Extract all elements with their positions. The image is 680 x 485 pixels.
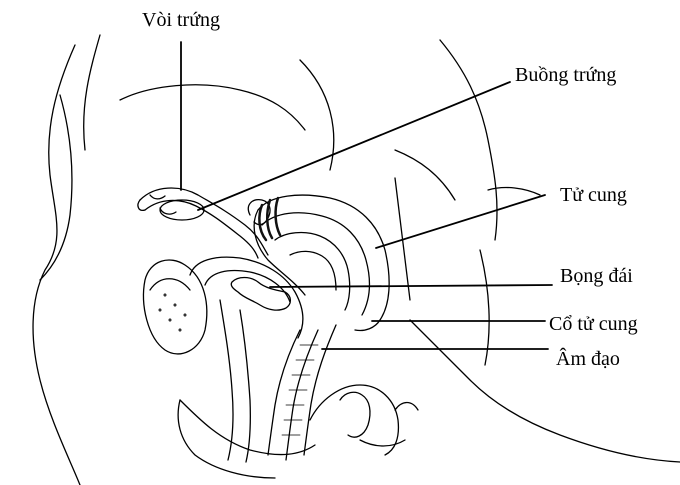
label-ovary: Buồng trứng — [515, 65, 616, 85]
leader-bladder — [270, 285, 552, 287]
label-fallopian-tube: Vòi trứng — [142, 10, 220, 30]
label-bladder: Bọng đái — [560, 266, 633, 286]
uterus — [248, 195, 389, 330]
fallopian-tube — [138, 188, 268, 258]
leader-ovary — [198, 82, 510, 210]
body-outline — [33, 35, 680, 485]
perineum — [178, 385, 418, 478]
bladder — [190, 257, 303, 338]
pelvic-bone — [144, 260, 207, 354]
label-uterus: Tử cung — [560, 185, 627, 205]
leader-uterus — [376, 195, 545, 248]
label-vagina: Âm đạo — [556, 349, 620, 369]
vagina-canal — [220, 300, 336, 462]
label-cervix: Cổ tử cung — [549, 314, 638, 334]
